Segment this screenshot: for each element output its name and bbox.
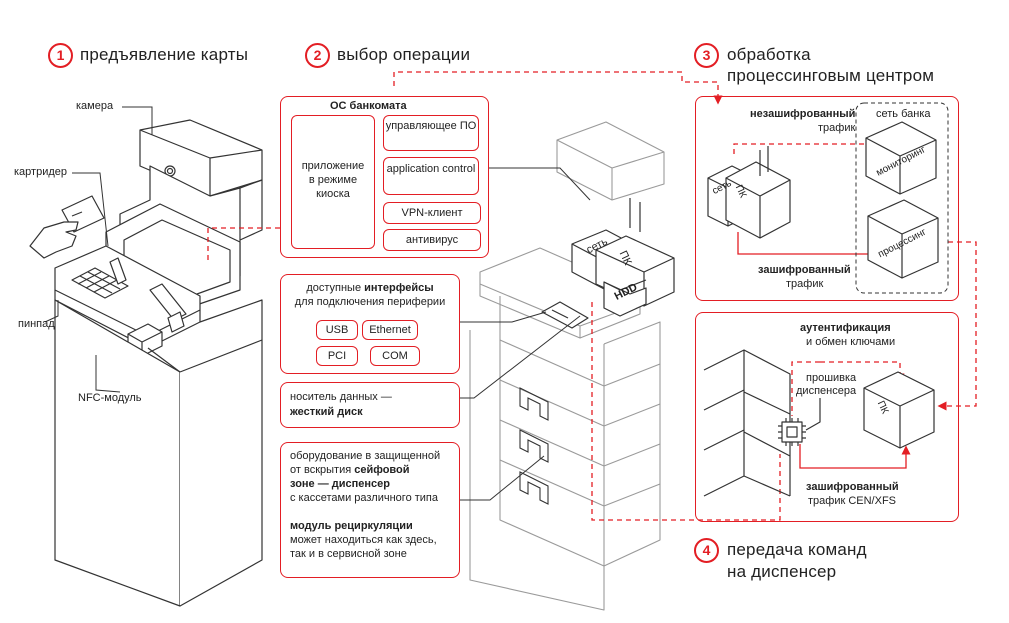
control-software-item: управляющее ПО [383,115,479,151]
nfc-module-label: NFC-модуль [78,392,142,404]
storage-line1: носитель данных — [290,391,392,403]
card-reader-label: картридер [14,166,68,178]
kiosk-app-line3: киоска [316,188,350,200]
interfaces-line2: для подключения периферии [294,296,446,308]
cassettes-illustration [519,387,549,505]
firmware-line1: прошивка [806,372,857,384]
step3-title-line2: процессинговым центром [727,66,935,85]
step2-title: выбор операции [337,45,471,64]
application-control-item: application control [383,157,479,195]
cen-xfs-title: зашифрованный [806,481,899,493]
kiosk-app-line2: в режиме [308,174,358,186]
safe-line7: так и в сервисной зоне [290,548,407,560]
usb-port: USB [316,320,358,340]
center-hardware [541,198,675,329]
unencrypted-traffic-sub: трафик [818,122,856,134]
encrypted-traffic-title: зашифрованный [758,264,851,276]
camera-label: камера [76,100,114,112]
safe-line1: оборудование в защищенной [290,450,441,462]
center-atm-illustration [469,121,665,611]
unencrypted-traffic-title: незашифрованный [750,108,856,120]
connector-lines [458,167,591,501]
safe-line6: может находиться как здесь, [290,534,437,546]
step1-badge: 1 [48,43,73,68]
cen-xfs-sub: трафик CEN/XFS [808,495,897,507]
processing-center-box [695,96,959,301]
storage-line2: жесткий диск [290,406,363,418]
pci-port: PCI [316,346,358,366]
kiosk-app-line1: приложение [301,160,365,172]
firmware-line2: диспенсера [796,385,857,397]
pinpad-label: пинпад [18,318,55,330]
flow-lines [207,71,977,521]
kiosk-app-box [291,115,375,249]
safe-line2: от вскрытия сейфовой [290,464,410,476]
storage-box [280,382,460,428]
ethernet-port: Ethernet [362,320,418,340]
step3-badge: 3 [694,43,719,68]
interfaces-line1: доступные интерфейсы [306,282,434,294]
safe-line4: с кассетами различного типа [290,492,438,504]
bank-network-area [855,102,949,294]
atm-illustration [54,119,263,607]
safe-zone-box [280,442,460,578]
auth-title: аутентификация [800,322,891,334]
dispenser-command-box [695,312,959,522]
dispenser-hardware [703,349,935,497]
step3-title-line1: обработка [727,45,811,64]
com-port: COM [370,346,420,366]
hand-card-illustration [29,195,105,259]
auth-sub: и обмен ключами [806,336,896,348]
step2-badge: 2 [305,43,330,68]
bank-network-label: сеть банка [876,108,931,120]
atm-os-title: ОС банкомата [330,100,407,112]
antivirus-item: антивирус [383,229,481,251]
step1-title: предъявление карты [80,45,249,64]
processing-hardware [707,121,939,279]
step4-title-line2: на диспенсер [727,562,837,581]
safe-line5: модуль рециркуляции [290,520,413,532]
encrypted-traffic-sub: трафик [786,278,824,290]
step4-title-line1: передача команд [727,540,867,559]
safe-line3: зоне — диспенсер [290,478,391,490]
vpn-client-item: VPN-клиент [383,202,481,224]
step4-badge: 4 [694,538,719,563]
atm-leaders [44,106,153,393]
